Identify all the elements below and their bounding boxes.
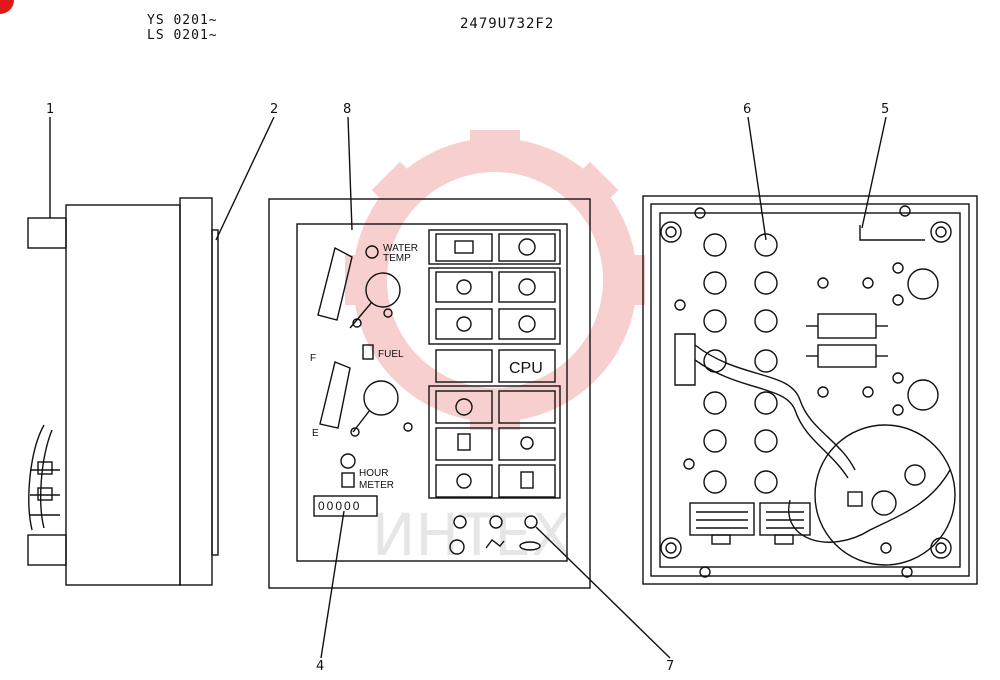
fuel-gauge <box>319 344 413 437</box>
callout-5: 5 <box>881 102 889 117</box>
resistors <box>806 313 888 368</box>
callout-1: 1 <box>46 102 54 117</box>
callout-7: 7 <box>666 659 674 674</box>
serial-line-1: YS 0201~ <box>147 13 218 28</box>
corner-mark <box>0 0 14 14</box>
part-number: 2479U732F2 <box>460 16 555 32</box>
water-temp-gauge <box>317 245 401 329</box>
water-temp-label-1: WATER <box>383 243 418 254</box>
fuel-full-label: F <box>310 353 316 364</box>
leader-lines <box>49 116 887 659</box>
hour-meter-label-2: METER <box>359 480 394 491</box>
wire-harness <box>674 333 956 566</box>
lamp-sockets <box>703 233 939 494</box>
watermark-text: ИНТЕХ <box>372 501 571 569</box>
callout-2: 2 <box>270 102 278 117</box>
hour-meter-digits: 00000 <box>318 499 361 513</box>
callout-4: 4 <box>316 659 324 674</box>
connectors <box>689 502 811 545</box>
watermark-gear <box>345 130 645 430</box>
hour-meter <box>313 453 378 517</box>
fuel-empty-label: E <box>312 428 319 439</box>
cpu-label: CPU <box>509 360 543 377</box>
rear-view-housing <box>642 195 978 585</box>
callout-6: 6 <box>743 102 751 117</box>
callout-8: 8 <box>343 102 351 117</box>
water-temp-label-2: TEMP <box>383 253 411 264</box>
side-view-housing <box>27 197 219 586</box>
serial-line-2: LS 0201~ <box>147 28 218 43</box>
hour-meter-label-1: HOUR <box>359 468 388 479</box>
indicator-lamp-grid <box>428 229 561 555</box>
fuel-label: FUEL <box>378 349 404 360</box>
front-panel-frame <box>268 198 591 589</box>
